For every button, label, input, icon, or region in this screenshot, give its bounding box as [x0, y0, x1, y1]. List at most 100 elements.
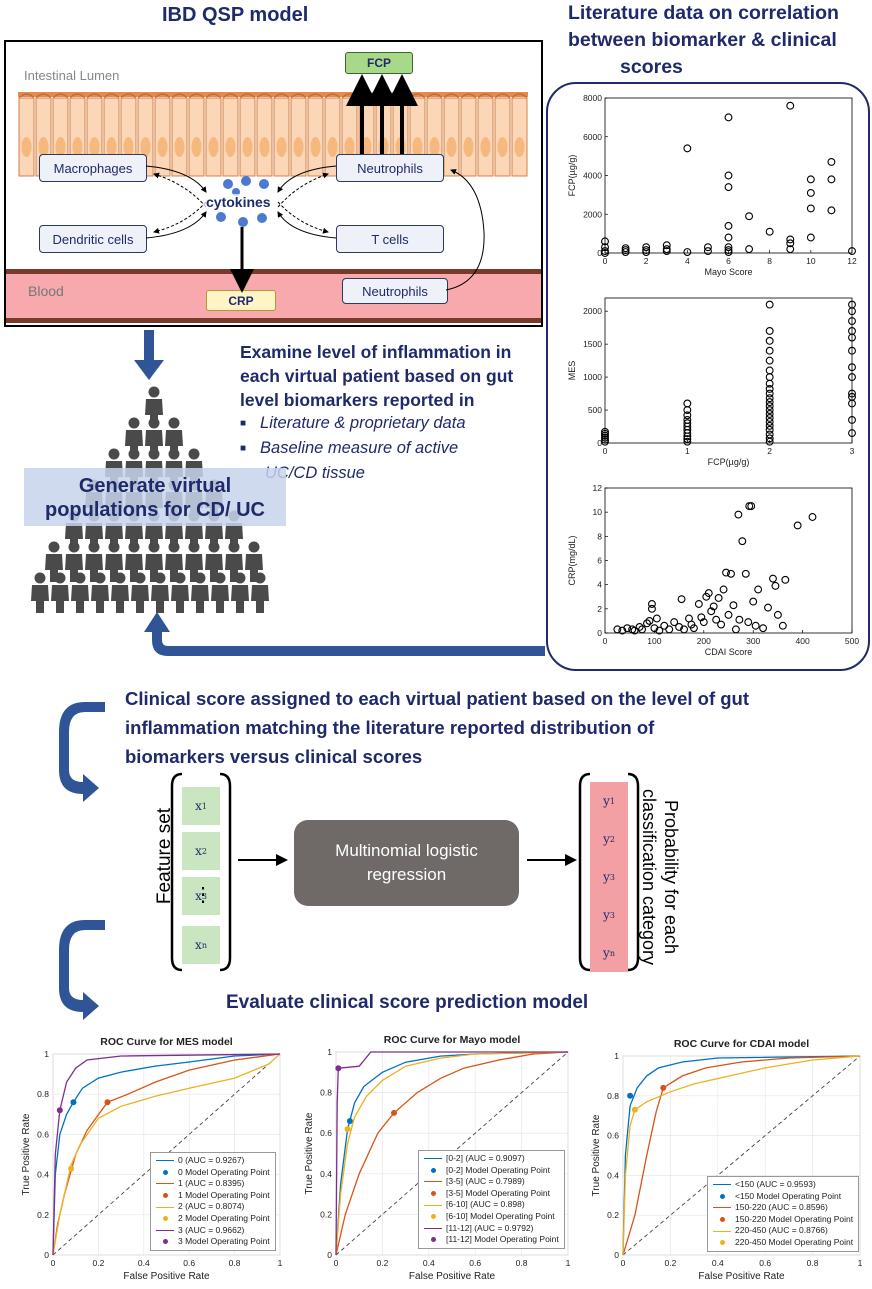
data-point: [642, 243, 651, 252]
roc-curve: [622, 1055, 861, 1256]
epithelial-cell: [205, 93, 222, 177]
x-tick-label: 0.8: [229, 1258, 241, 1268]
data-point: [683, 435, 692, 443]
x-tick-label: 0: [603, 636, 608, 646]
x-tick-label: 200: [697, 636, 711, 646]
person-icon: [191, 572, 209, 613]
feature-ellipsis: ⋮: [193, 884, 213, 906]
roc-curve: [52, 1053, 281, 1256]
legend-label: 0 (AUC = 0.9267): [178, 1155, 245, 1165]
operating-point: [104, 1099, 111, 1106]
roc-curve: [335, 1051, 569, 1256]
vpop-banner: [24, 468, 286, 526]
x-tick-label: 0.8: [807, 1258, 819, 1268]
y-tick-label: 6: [597, 556, 602, 566]
data-point: [645, 616, 654, 625]
x-tick-label: 400: [796, 636, 810, 646]
y-tick-label: 0.8: [320, 1088, 332, 1098]
legend-label: [6-10] (AUC = 0.898): [446, 1199, 525, 1210]
y-tick-label: 0: [614, 1250, 619, 1260]
y-tick-label: 0: [327, 1250, 332, 1260]
data-point: [683, 144, 692, 153]
person-icon: [225, 541, 243, 582]
y-tick-label: 1000: [583, 372, 602, 382]
data-point: [827, 157, 836, 166]
data-point: [848, 317, 856, 326]
data-point: [786, 101, 795, 110]
data-point: [683, 248, 692, 256]
fcp-box: FCP: [345, 52, 413, 74]
t-cells-box: T cells: [336, 225, 444, 253]
person-icon: [145, 417, 163, 458]
x-axis-label: FCP(µg/g): [708, 457, 750, 467]
legend-swatch: [156, 1167, 174, 1179]
data-point: [734, 510, 743, 519]
y-tick-label: 0.4: [607, 1170, 619, 1180]
operating-point: [335, 1065, 342, 1072]
roc-title: ROC Curve for Mayo model: [384, 1034, 521, 1046]
epithelial-cell: [256, 93, 273, 177]
chance-line: [52, 1053, 281, 1256]
x-tick-label: 8: [767, 256, 772, 266]
y-tick-label: 0.6: [607, 1131, 619, 1141]
person-icon: [111, 572, 129, 613]
data-point: [647, 604, 656, 613]
roc-curve: [52, 1053, 281, 1256]
x-axis-label: Mayo Score: [704, 267, 752, 277]
vpop-label: Generate virtual populations for CD/ UC: [24, 474, 286, 522]
y-tick-label: 6000: [583, 132, 602, 142]
data-point: [662, 245, 671, 254]
person-icon: [165, 417, 183, 458]
epithelial-cell: [477, 93, 494, 177]
crp-box: CRP: [206, 290, 276, 311]
cytokine-dots: [216, 176, 269, 227]
x-tick-label: 0.4: [423, 1258, 435, 1268]
roc-curve: [52, 1053, 281, 1256]
clinical-line2: inflammation matching the literature rep…: [125, 717, 655, 738]
y-tick-label: 2: [597, 604, 602, 614]
legend-entry: 2 (AUC = 0.8074): [156, 1201, 270, 1213]
literature-title: Literature data on correlation between b…: [568, 0, 839, 81]
epithelial-cell: [188, 93, 205, 177]
data-point: [765, 417, 774, 426]
data-point: [709, 602, 718, 611]
return-arrow-icon: [144, 612, 545, 656]
legend-entry: 0 (AUC = 0.9267): [156, 1155, 270, 1167]
person-icon: [65, 541, 83, 582]
y-tick-label: 0: [597, 628, 602, 638]
person-icon: [245, 541, 263, 582]
data-point: [643, 619, 651, 628]
y-axis-label: True Positive Rate: [304, 1112, 315, 1194]
legend-swatch: [713, 1214, 731, 1226]
data-point: [765, 430, 774, 439]
person-icon: [71, 572, 89, 613]
data-point: [680, 625, 688, 634]
epithelium-border: [18, 92, 528, 97]
y-tick-label: 0: [44, 1250, 49, 1260]
legend-entry: 220-450 (AUC = 0.8766): [713, 1225, 853, 1237]
data-point: [806, 204, 815, 213]
x-tick-label: 0.2: [664, 1258, 676, 1268]
epithelial-cell: [239, 93, 256, 177]
operating-point: [627, 1092, 634, 1099]
legend-swatch: [713, 1184, 731, 1186]
y-tick-label: 1: [44, 1049, 49, 1059]
blood-neutrophils-box: Neutrophils: [342, 278, 448, 304]
data-point: [765, 327, 774, 335]
data-point: [638, 625, 647, 634]
evaluate-title: Evaluate clinical score prediction model: [226, 992, 589, 1013]
legend-swatch: [424, 1227, 442, 1229]
data-point: [703, 247, 712, 256]
legend-entry: 3 Model Operating Point: [156, 1236, 270, 1248]
regression-line1: Multinomial logistic: [335, 841, 478, 860]
examine-line1: Examine level of inflammation in: [240, 342, 512, 362]
person-icon: [211, 572, 229, 613]
data-point: [650, 624, 659, 633]
y-tick-label: 2000: [583, 306, 602, 316]
legend-entry: <150 (AUC = 0.9593): [713, 1179, 853, 1191]
